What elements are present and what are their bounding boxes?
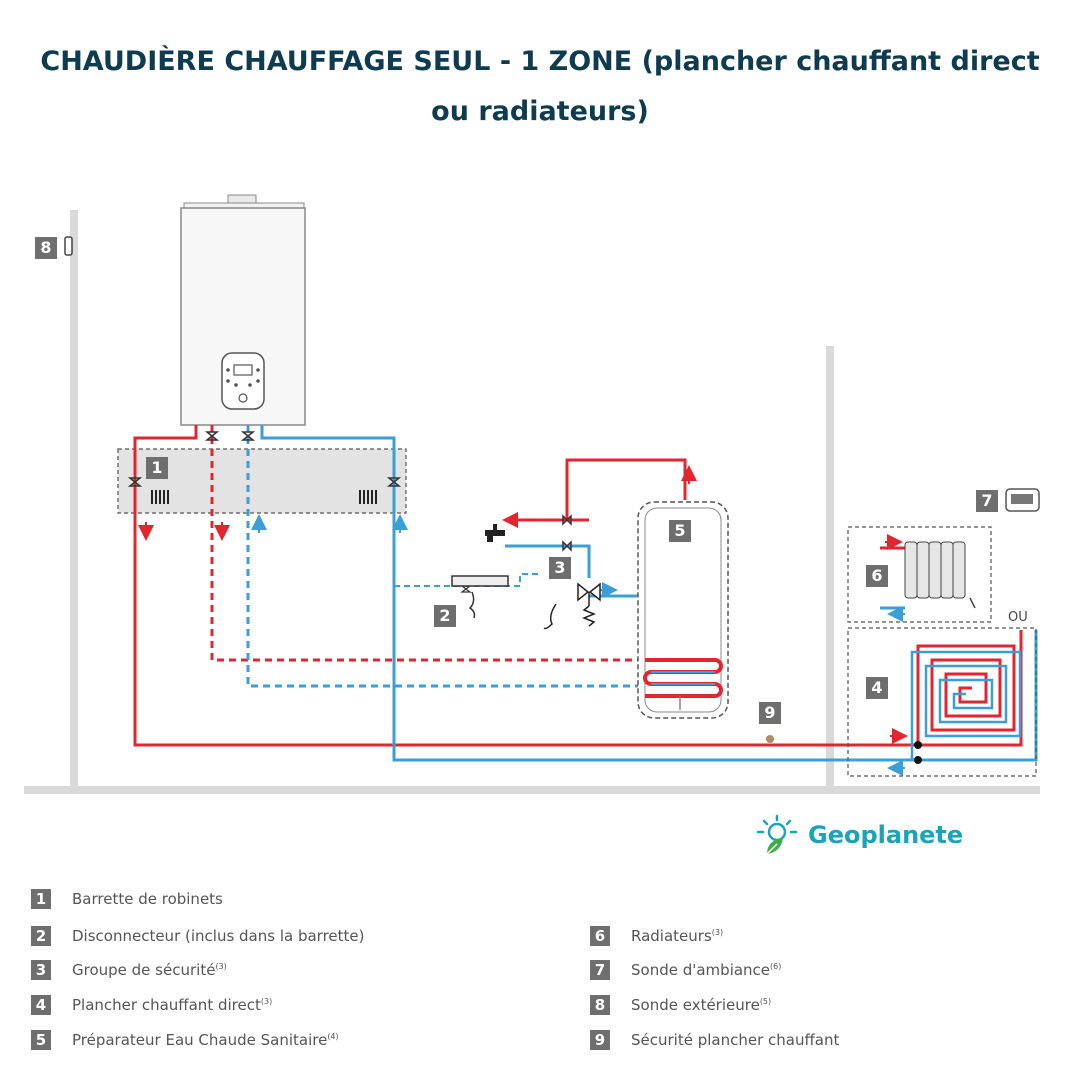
floor-line <box>24 786 1040 794</box>
walls <box>24 210 1040 794</box>
legend-label: Barrette de robinets <box>72 890 223 908</box>
legend-number: 4 <box>31 995 51 1015</box>
legend-item-7: 7 Sonde d'ambiance(6) <box>590 959 781 981</box>
legend-item-2: 2 Disconnecteur (inclus dans la barrette… <box>31 925 365 947</box>
badge-8: 8 <box>35 237 57 259</box>
badge-5: 5 <box>669 520 691 542</box>
boiler-control-panel <box>221 352 265 410</box>
legend-number: 1 <box>31 889 51 909</box>
badge-7: 7 <box>976 490 998 512</box>
floor-heating-safety-sensor <box>766 735 774 743</box>
legend-number: 5 <box>31 1030 51 1050</box>
legend-number: 8 <box>590 995 610 1015</box>
disconnector-icon <box>451 575 509 619</box>
bar-radiator-icons <box>151 490 377 504</box>
outdoor-sensor-icon <box>64 236 73 256</box>
badge-6: 6 <box>866 565 888 587</box>
dhw-valves <box>562 514 572 552</box>
legend-number: 9 <box>590 1030 610 1050</box>
badge-4: 4 <box>866 677 888 699</box>
tap-icon <box>485 524 505 542</box>
boiler-icon <box>180 194 306 426</box>
legend-item-6: 6 Radiateurs(3) <box>590 925 723 947</box>
legend-item-8: 8 Sonde extérieure(5) <box>590 994 771 1016</box>
legend-label: Préparateur Eau Chaude Sanitaire(4) <box>72 1031 339 1049</box>
right-wall <box>826 346 834 786</box>
radiator-zone <box>847 526 992 623</box>
legend-label: Disconnecteur (inclus dans la barrette) <box>72 927 365 945</box>
legend-number: 3 <box>31 960 51 980</box>
bar-valves <box>127 431 402 487</box>
legend-label: Sonde d'ambiance(6) <box>631 961 782 979</box>
logo: Geoplanete <box>752 810 963 860</box>
legend-item-4: 4 Plancher chauffant direct(3) <box>31 994 272 1016</box>
cold-pipe-dashed <box>246 425 645 688</box>
legend-label: Plancher chauffant direct(3) <box>72 996 273 1014</box>
sun-leaf-icon <box>756 814 798 855</box>
underfloor-coil-icon <box>847 627 1037 777</box>
page-title-line-1: CHAUDIÈRE CHAUFFAGE SEUL - 1 ZONE (planc… <box>40 46 1040 77</box>
badge-3: 3 <box>549 557 571 579</box>
flow-arrows <box>138 465 908 776</box>
legend-item-9: 9 Sécurité plancher chauffant <box>590 1029 839 1051</box>
legend-item-3: 3 Groupe de sécurité(3) <box>31 959 227 981</box>
underfloor-zone <box>847 627 1037 777</box>
legend-item-5: 5 Préparateur Eau Chaude Sanitaire(4) <box>31 1029 339 1051</box>
legend-item-1: 1 Barrette de robinets <box>31 888 223 910</box>
safety-group-icon <box>543 582 601 630</box>
legend-number: 2 <box>31 926 51 946</box>
badge-9: 9 <box>759 702 781 724</box>
legend-number: 6 <box>590 926 610 946</box>
badge-1: 1 <box>146 457 168 479</box>
page-title-line-2: ou radiateurs) <box>431 96 649 127</box>
radiator-icon <box>847 526 992 623</box>
badge-2: 2 <box>434 605 456 627</box>
legend-label: Sonde extérieure(5) <box>631 996 772 1014</box>
logo-text: Geoplanete <box>808 821 964 849</box>
hot-pipe-dashed <box>210 425 645 662</box>
left-wall <box>70 210 78 788</box>
legend-number: 7 <box>590 960 610 980</box>
water-heater-tank-icon <box>637 501 729 719</box>
legend-label: Radiateurs(3) <box>631 927 724 945</box>
legend-label: Sécurité plancher chauffant <box>631 1031 840 1049</box>
ou-label: OU <box>1008 610 1028 625</box>
legend-label: Groupe de sécurité(3) <box>72 961 227 979</box>
room-sensor-icon <box>1005 488 1040 512</box>
